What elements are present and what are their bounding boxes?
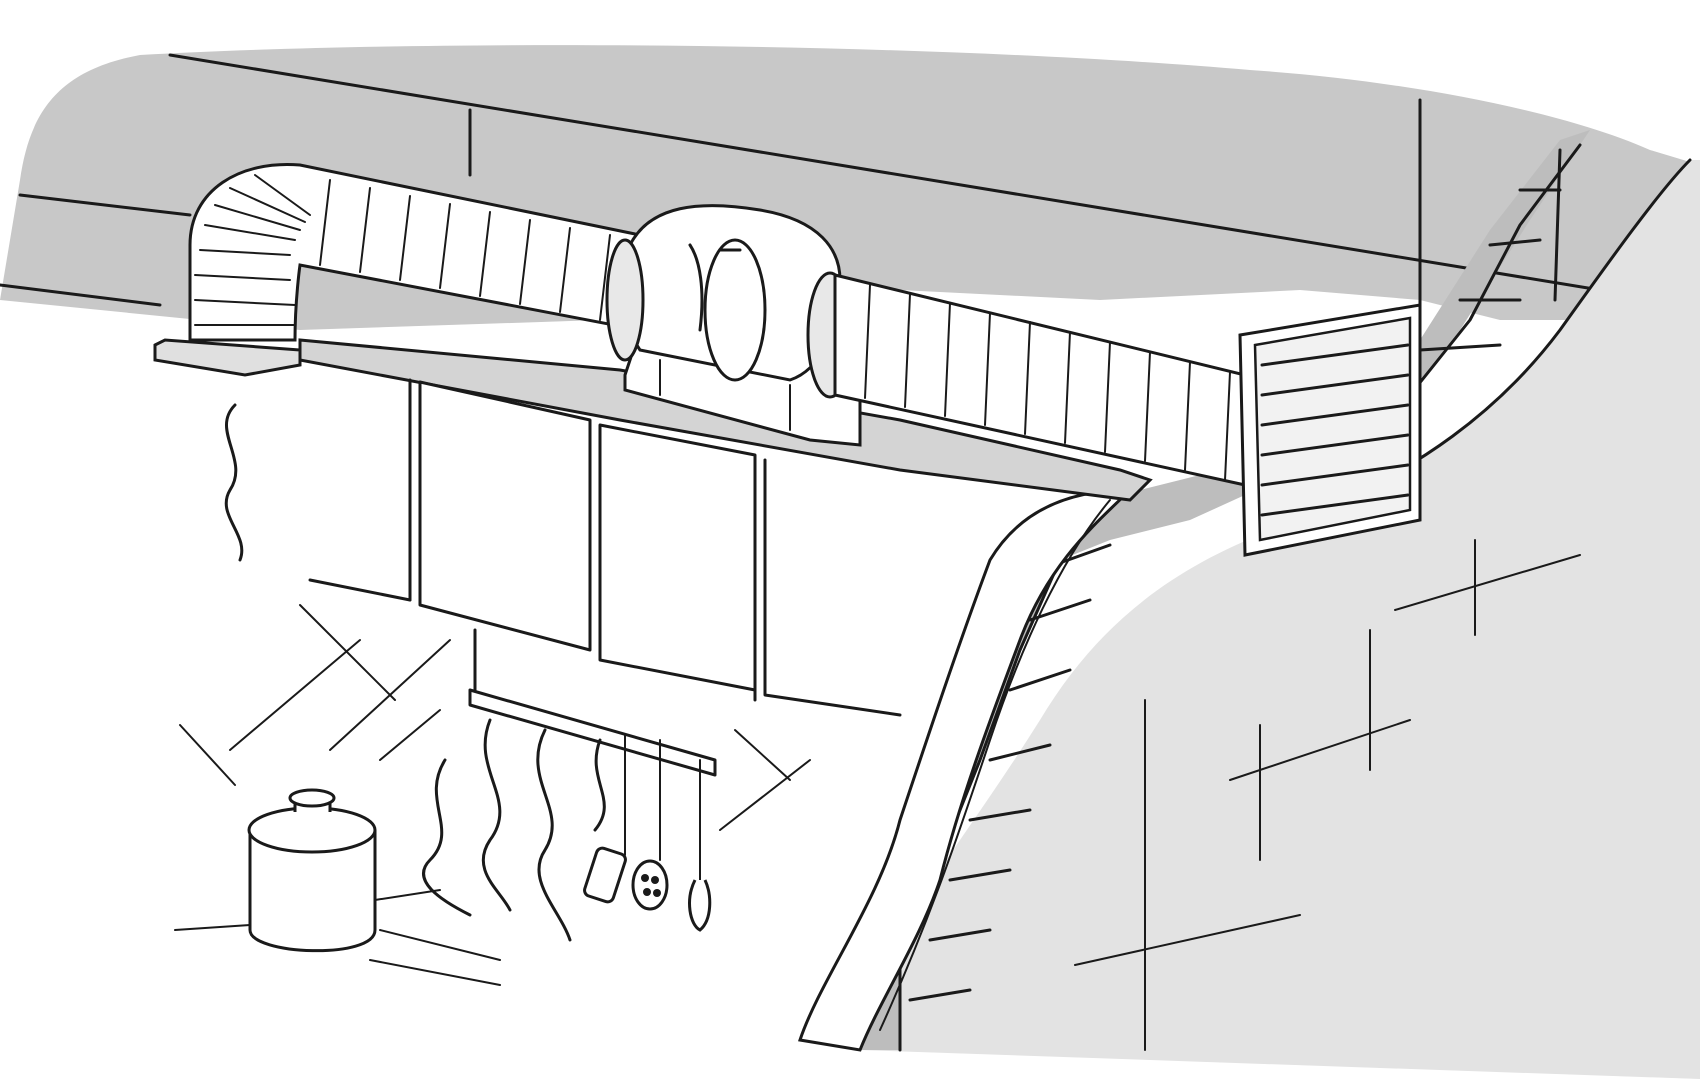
cooking-pot-icon (247, 788, 377, 953)
ceiling-panel-lines (0, 53, 1602, 307)
ceiling-diffuser-icon (153, 338, 302, 377)
torn-plaster-edge (798, 488, 1134, 1052)
kitchen-utensils-icon (583, 734, 712, 932)
steam-icon (224, 403, 606, 942)
wall-cupboards (308, 378, 902, 777)
exterior-louvre-grille-icon (1238, 303, 1422, 557)
exterior-wall (860, 160, 1700, 1079)
wall-plaster-marks (1074, 539, 1581, 1051)
wall-tile-marks (174, 604, 811, 986)
flexible-duct-icon (188, 162, 642, 342)
